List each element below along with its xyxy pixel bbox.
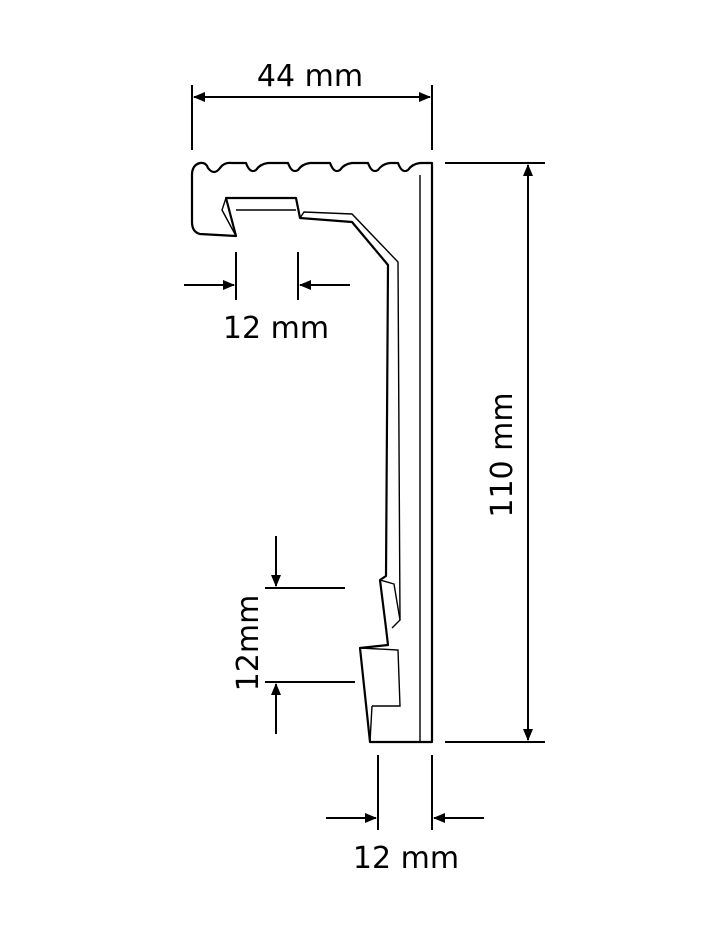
base-label: 12 mm — [353, 841, 459, 876]
width-dimension: 44 mm — [191, 59, 433, 150]
height-dimension: 110 mm — [445, 162, 545, 743]
side-recess-dimension: 12mm — [231, 536, 355, 734]
width-label: 44 mm — [257, 59, 363, 94]
side-recess-label: 12mm — [231, 595, 266, 692]
height-label: 110 mm — [485, 392, 520, 517]
top-recess-label: 12 mm — [223, 311, 329, 346]
profile-outline — [190, 161, 434, 744]
top-recess-dimension: 12 mm — [184, 252, 350, 346]
base-dimension: 12 mm — [326, 755, 484, 876]
